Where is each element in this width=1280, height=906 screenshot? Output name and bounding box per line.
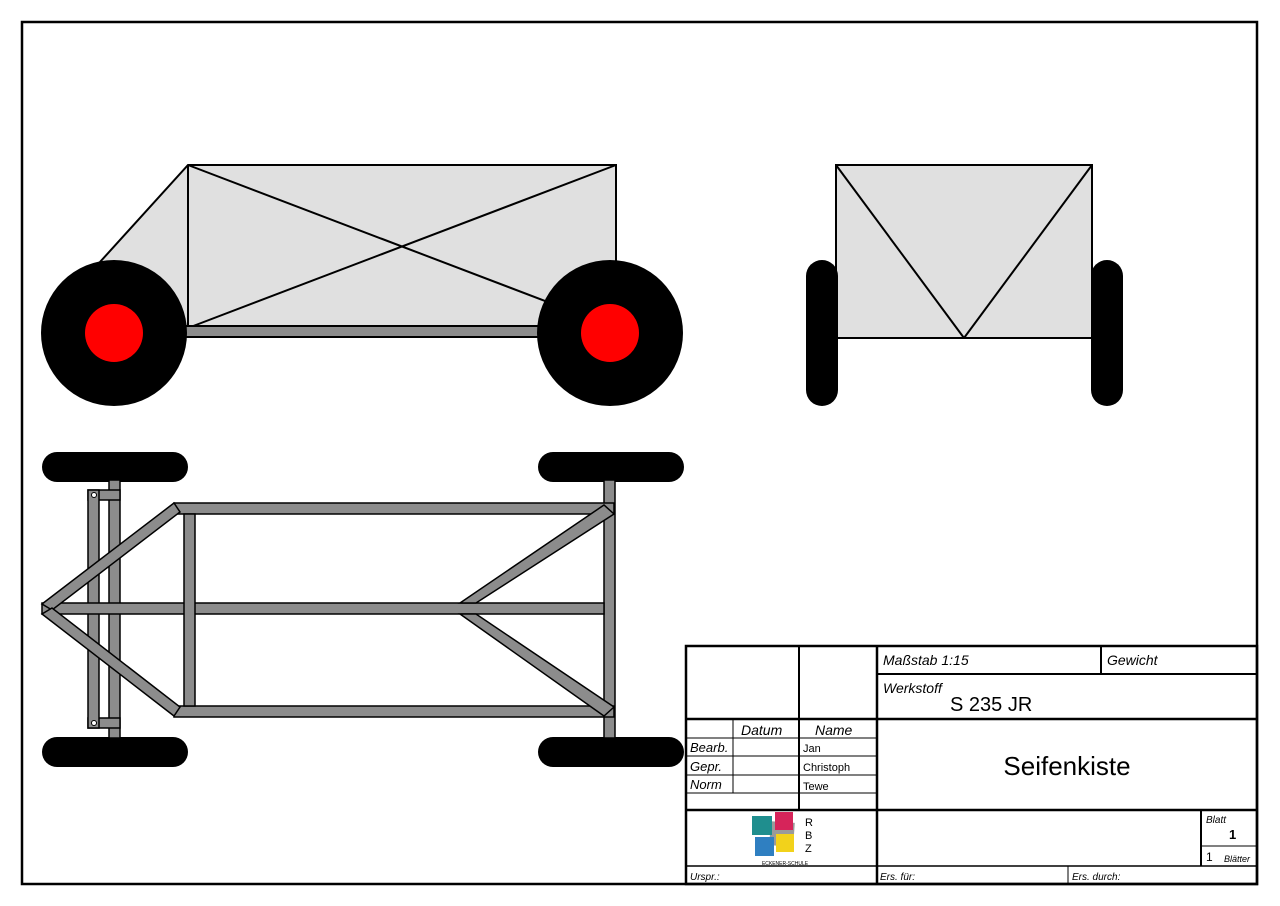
name-edited: Jan — [803, 743, 821, 755]
top-wheel-front-right — [42, 737, 188, 767]
sheet-number: 1 — [1229, 827, 1236, 842]
front-diagonal-tube — [40, 501, 182, 611]
rear-diagonal-tube — [457, 613, 616, 717]
title-block — [684, 644, 1259, 886]
sheets-label: Blätter — [1224, 854, 1251, 864]
pivot-bolt — [91, 492, 97, 498]
front-body-panel — [835, 164, 1093, 339]
material-label: Werkstoff — [883, 680, 944, 696]
side-view — [41, 164, 683, 406]
front-view — [806, 164, 1123, 406]
logo-letter-r: R — [805, 817, 813, 829]
name-header: Name — [815, 722, 853, 738]
frame-side-rail — [173, 502, 615, 515]
logo-letter-z: Z — [805, 843, 812, 855]
frame-cross-member — [183, 513, 196, 707]
replaced-by-label: Ers. durch: — [1072, 872, 1121, 883]
top-wheel-front-left — [42, 452, 188, 482]
role-edited: Bearb. — [690, 740, 728, 755]
weight-label: Gewicht — [1107, 652, 1159, 668]
side-brace-line — [187, 164, 617, 329]
logo-square-teal — [752, 816, 772, 835]
scale-text: Maßstab 1:15 — [883, 652, 969, 668]
rear-diagonal-tube — [457, 504, 616, 604]
sheet-label: Blatt — [1206, 815, 1227, 826]
school-logo: R B Z ECKENER-SCHULE — [752, 812, 813, 867]
front-wheel-hub — [85, 304, 143, 362]
logo-square-blue — [755, 837, 774, 856]
material-value: S 235 JR — [950, 694, 1032, 716]
front-diagonal-tube — [40, 607, 182, 718]
front-left-wheel — [806, 260, 838, 406]
sheets-count: 1 — [1206, 850, 1213, 864]
front-right-wheel — [1091, 260, 1123, 406]
front-brace-line — [963, 164, 1093, 339]
name-checked: Christoph — [803, 762, 850, 774]
logo-caption: ECKENER-SCHULE — [762, 861, 809, 867]
top-wheel-rear-left — [538, 452, 684, 482]
frame-side-rail — [173, 705, 615, 718]
origin-label: Urspr.: — [690, 872, 720, 883]
replacement-for-label: Ers. für: — [880, 872, 915, 883]
top-view — [40, 452, 684, 767]
top-wheel-rear-right — [538, 737, 684, 767]
rear-wheel-hub — [581, 304, 639, 362]
logo-square-yellow — [776, 834, 794, 852]
pivot-bolt — [91, 720, 97, 726]
drawing-title: Seifenkiste — [1003, 751, 1130, 781]
role-checked: Gepr. — [690, 759, 722, 774]
date-header: Datum — [741, 722, 783, 738]
logo-square-magenta — [775, 812, 793, 830]
frame-center-rail — [41, 602, 605, 615]
name-norm: Tewe — [803, 781, 829, 793]
logo-letter-b: B — [805, 830, 812, 842]
front-brace-line — [835, 164, 965, 339]
role-norm: Norm — [690, 777, 722, 792]
side-frame-rail — [149, 325, 571, 338]
